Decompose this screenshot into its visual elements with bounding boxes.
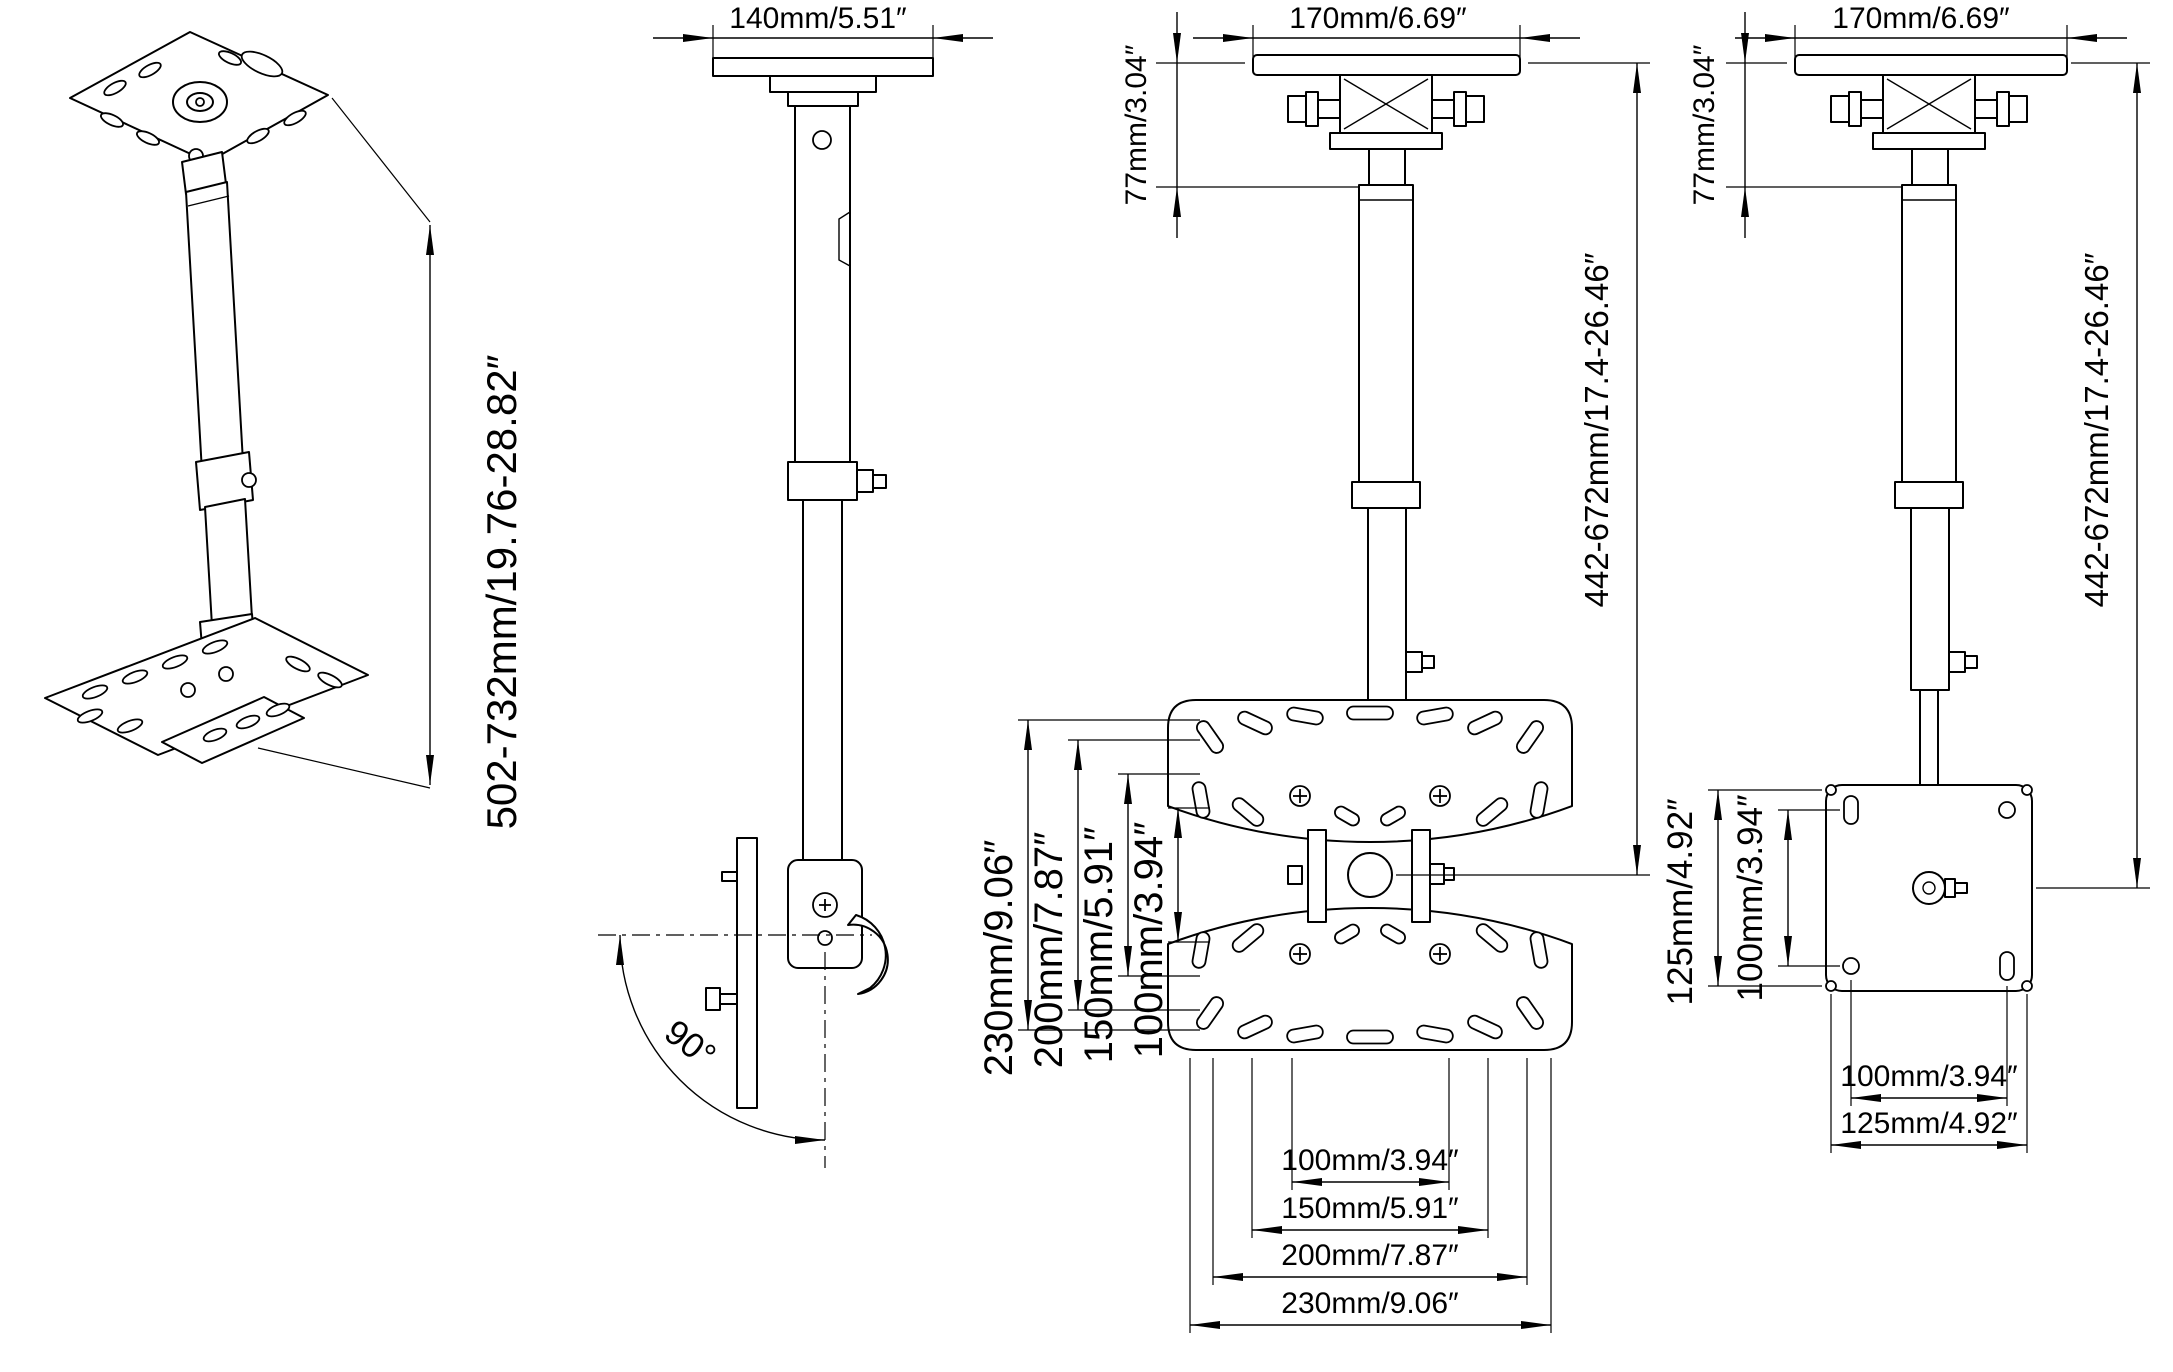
connector-bar-left xyxy=(1307,829,1327,923)
front-drop-dimension: 77mm/3.04″ xyxy=(1120,12,1360,238)
dim-label-front-drop: 77mm/3.04″ xyxy=(1120,44,1153,205)
dim-label-100h: 100mm/3.94″ xyxy=(1281,1144,1459,1177)
dim-label-200v: 200mm/7.87″ xyxy=(1027,832,1071,1069)
side-view: 140mm/5.51″ 90° xyxy=(598,2,993,1168)
side-collar xyxy=(787,461,858,501)
dim-label-vesa-height: 442-672mm/17.4-26.46″ xyxy=(2078,252,2115,607)
dim-label-100v-vesa: 100mm/3.94″ xyxy=(1731,795,1770,1002)
iso-top-plate xyxy=(69,31,329,164)
side-angle-dimension: 90° xyxy=(598,934,872,1168)
lower-plate-slots xyxy=(1191,923,1549,1045)
side-width-dimension: 140mm/5.51″ xyxy=(653,2,993,58)
lower-wing-plate xyxy=(1167,907,1573,1051)
tilt-lock-cam xyxy=(847,914,889,995)
vesa-height-dimension: 442-672mm/17.4-26.46″ xyxy=(2036,62,2150,889)
iso-collar xyxy=(195,451,254,511)
front-height-dimension: 442-672mm/17.4-26.46″ xyxy=(1396,62,1650,876)
dim-label-230v: 230mm/9.06″ xyxy=(977,840,1021,1077)
vesa-top-plate xyxy=(1794,54,2068,188)
dim-label-150h: 150mm/5.91″ xyxy=(1281,1192,1459,1225)
dim-label-150v: 150mm/5.91″ xyxy=(1077,827,1121,1064)
dim-label-230h: 230mm/9.06″ xyxy=(1281,1287,1459,1320)
dim-label-100v: 100mm/3.94″ xyxy=(1127,822,1171,1059)
vesa-bottom-dimensions: 100mm/3.94″ 125mm/4.92″ xyxy=(1830,980,2028,1153)
isometric-view: 502-732mm/19.76-28.82″ xyxy=(44,31,525,829)
vesa-drop-dimension: 77mm/3.04″ xyxy=(1688,12,1905,238)
front-top-dimension: 170mm/6.69″ xyxy=(1193,2,1580,58)
vesa-tube xyxy=(1894,184,1978,794)
dim-label-vesa-drop: 77mm/3.04″ xyxy=(1688,44,1721,205)
side-tube xyxy=(787,105,887,863)
side-hinge xyxy=(705,837,889,1109)
front-top-plate xyxy=(1252,54,1521,188)
pivot-hub xyxy=(1347,852,1393,898)
dim-label-front-height: 442-672mm/17.4-26.46″ xyxy=(1578,252,1615,607)
iso-height-dimension: 502-732mm/19.76-28.82″ xyxy=(257,97,525,829)
iso-base-plate xyxy=(44,617,369,764)
vesa-left-dimensions: 125mm/4.92″ 100mm/3.94″ xyxy=(1661,789,1840,1006)
vesa-plate xyxy=(1825,784,2033,992)
dim-label-front-top: 170mm/6.69″ xyxy=(1289,2,1467,35)
front-tube xyxy=(1351,184,1435,701)
dim-label-vesa-top: 170mm/6.69″ xyxy=(1832,2,2010,35)
dim-label-side-width: 140mm/5.51″ xyxy=(729,2,907,35)
front-left-dimensions: 230mm/9.06″ 200mm/7.87″ 150mm/5.91″ 100m… xyxy=(977,719,1210,1077)
front-bottom-dimensions: 100mm/3.94″ 150mm/5.91″ 200mm/7.87″ 230m… xyxy=(1189,1058,1552,1333)
vesa-hub xyxy=(1912,871,1946,905)
upper-wing-plate xyxy=(1167,699,1573,843)
oval-hole xyxy=(240,50,284,78)
dim-label-200h: 200mm/7.87″ xyxy=(1281,1239,1459,1272)
connector-bar-right xyxy=(1411,829,1431,923)
side-top-plate xyxy=(712,57,934,107)
vesa-view: 170mm/6.69″ 77mm/3.04″ xyxy=(1661,2,2150,1153)
dim-label-iso-height: 502-732mm/19.76-28.82″ xyxy=(478,354,525,829)
vesa-slot-tl xyxy=(1843,795,1859,825)
dim-label-125v: 125mm/4.92″ xyxy=(1661,799,1700,1006)
dim-label-100h-vesa: 100mm/3.94″ xyxy=(1840,1060,2018,1093)
front-wing-plates xyxy=(1167,699,1573,1051)
upper-plate-slots xyxy=(1191,705,1549,827)
vesa-slot-br xyxy=(1999,951,2015,981)
iso-pole xyxy=(181,151,259,697)
side-mount-plate xyxy=(736,837,758,1109)
dim-label-125h-vesa: 125mm/4.92″ xyxy=(1840,1107,2018,1140)
vesa-top-dimension: 170mm/6.69″ xyxy=(1735,2,2127,58)
front-view: 170mm/6.69″ 77mm/3.04″ xyxy=(977,2,1650,1333)
clamp-bolt xyxy=(856,469,874,493)
